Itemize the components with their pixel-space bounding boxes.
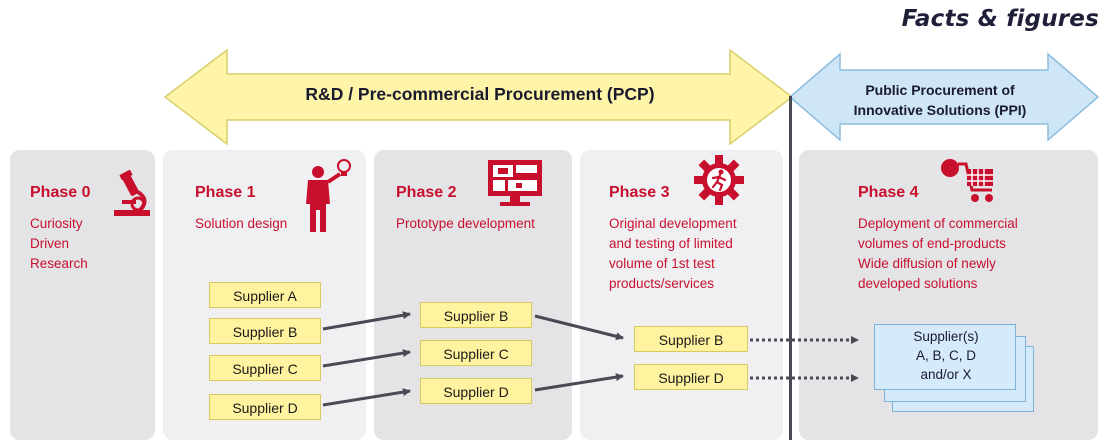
phase-4-desc-line: developed solutions <box>858 276 978 291</box>
microscope-icon <box>114 170 150 216</box>
phase-0-desc-line: Driven <box>30 236 70 251</box>
phase-3-title: Phase 3 <box>609 184 670 201</box>
final-supplier-line: A, B, C, D <box>915 348 976 363</box>
connector-b1-b2 <box>322 311 411 331</box>
phase-3-desc-line: volume of 1st test <box>609 256 715 271</box>
phase-3-desc-line: products/services <box>609 276 715 291</box>
supplier-box: Supplier D <box>420 378 532 404</box>
phase-2-desc: Prototype development <box>396 214 535 234</box>
phase-0-desc-line: Research <box>30 256 88 271</box>
supplier-box: Supplier C <box>420 340 532 366</box>
ppi-arrow <box>788 52 1100 142</box>
phase-1-desc: Solution design <box>195 214 287 234</box>
phase-4-desc: Deployment of commercial volumes of end-… <box>858 214 1018 294</box>
supplier-box: Supplier B <box>420 302 532 328</box>
idea-person-icon <box>306 159 351 232</box>
phase-3-desc-line: Original development <box>609 216 737 231</box>
phase-4-desc-line: volumes of end-products <box>858 236 1006 251</box>
connector-d1-d2 <box>322 388 411 407</box>
ppi-label-line1: Public Procurement of <box>865 82 1015 98</box>
phase-0-desc-line: Curiosity <box>30 216 83 231</box>
ppi-arrow-label: Public Procurement of Innovative Solutio… <box>815 80 1065 120</box>
phase-1-title: Phase 1 <box>195 184 256 201</box>
phase-0-title: Phase 0 <box>30 184 91 201</box>
pcp-ppi-divider <box>789 96 792 440</box>
phase-4-desc-line: Deployment of commercial <box>858 216 1018 231</box>
phase-2-desc-line: Prototype development <box>396 216 535 231</box>
phase-0-panel <box>10 150 155 440</box>
phase-1-desc-line: Solution design <box>195 216 288 231</box>
phase-4-title: Phase 4 <box>858 184 919 201</box>
supplier-box: Supplier D <box>209 394 321 420</box>
phase-3-panel <box>580 150 783 440</box>
supplier-box: Supplier B <box>634 326 748 352</box>
phase-0-desc: Curiosity Driven Research <box>30 214 88 274</box>
final-supplier-text: Supplier(s) A, B, C, D and/or X <box>876 327 1016 384</box>
connector-b2-b3 <box>534 314 624 341</box>
page-title: Facts & figures <box>901 6 1099 32</box>
connector-d2-d3 <box>534 373 624 392</box>
supplier-box: Supplier C <box>209 355 321 381</box>
supplier-box: Supplier A <box>209 282 321 308</box>
supplier-box: Supplier B <box>209 318 321 344</box>
pcp-arrow-label: R&D / Pre-commercial Procurement (PCP) <box>305 84 655 104</box>
supplier-box: Supplier D <box>634 364 748 390</box>
blueprint-monitor-icon <box>488 160 542 206</box>
ppi-label-line2: Innovative Solutions (PPI) <box>853 102 1027 118</box>
phase-3-desc-line: and testing of limited <box>609 236 733 251</box>
phase-4-desc-line: Wide diffusion of newly <box>858 256 996 271</box>
final-supplier-line: and/or X <box>920 367 972 382</box>
phase-2-title: Phase 2 <box>396 184 457 201</box>
gear-runner-icon <box>694 155 744 205</box>
phase-3-desc: Original development and testing of limi… <box>609 214 737 294</box>
connector-c1-c2 <box>322 349 411 368</box>
final-supplier-line: Supplier(s) <box>913 329 979 344</box>
shopping-cart-icon <box>941 159 993 202</box>
final-supplier-card <box>874 324 1016 390</box>
